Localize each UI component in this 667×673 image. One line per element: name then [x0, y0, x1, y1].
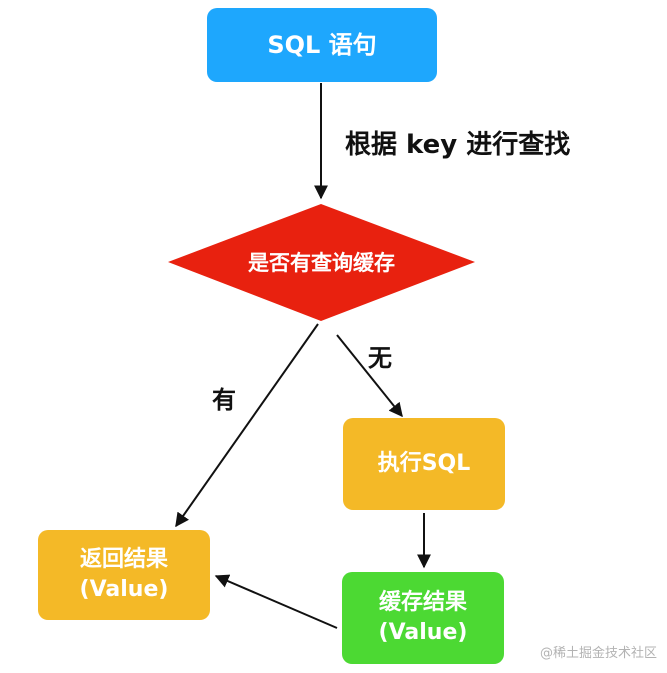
return-result-value: (Value): [79, 577, 169, 602]
arrow-decision-to-execute: [336, 334, 403, 418]
decision-diamond: [168, 204, 475, 321]
execute-sql-node: 执行SQL: [343, 418, 505, 510]
decision-label: 是否有查询缓存: [248, 251, 395, 275]
watermark: @稀土掘金技术社区: [539, 646, 657, 661]
no-cache-label: 无: [368, 344, 392, 372]
return-result-node: 返回结果 (Value): [38, 530, 210, 620]
execute-sql-label: 执行SQL: [377, 451, 471, 477]
sql-statement-node: SQL 语句: [207, 8, 437, 82]
arrow-cache-to-return: [214, 574, 338, 629]
arrow-decision-to-return: [175, 323, 319, 528]
has-cache-label: 有: [212, 386, 236, 414]
lookup-by-key-label: 根据 key 进行查找: [345, 130, 571, 160]
cache-result-title: 缓存结果: [378, 590, 467, 616]
return-result-title: 返回结果: [79, 547, 168, 573]
cache-result-node: 缓存结果 (Value): [342, 572, 504, 664]
sql-statement-label: SQL 语句: [267, 30, 377, 59]
cache-result-value: (Value): [378, 620, 468, 645]
